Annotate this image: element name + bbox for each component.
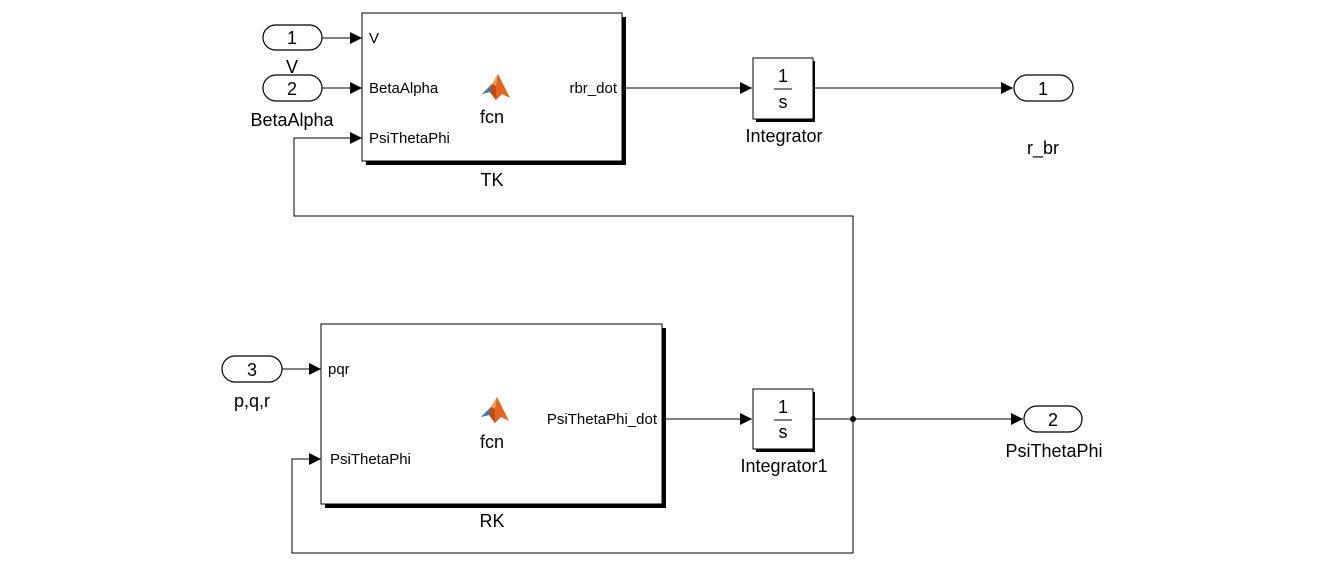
rk-fcn-label: fcn bbox=[480, 432, 504, 452]
integrator1-block[interactable]: 1 s bbox=[752, 388, 815, 452]
tk-fcn-label: fcn bbox=[480, 107, 504, 127]
rk-block[interactable]: pqr PsiThetaPhi PsiThetaPhi_dot fcn bbox=[320, 323, 666, 508]
tk-output-rbr-dot: rbr_dot bbox=[569, 80, 617, 97]
outport-2-name: PsiThetaPhi bbox=[1005, 441, 1102, 461]
branch-point bbox=[850, 416, 856, 422]
inport-2-number: 2 bbox=[287, 79, 297, 99]
inport-1-number: 1 bbox=[287, 28, 297, 48]
outport-2-number: 2 bbox=[1048, 410, 1058, 430]
wire-feedback-to-rk bbox=[291, 419, 854, 554]
integrator-block[interactable]: 1 s bbox=[752, 57, 815, 122]
outport-1-number: 1 bbox=[1038, 79, 1048, 99]
tk-input-betaalpha: BetaAlpha bbox=[369, 80, 439, 97]
inport-2[interactable]: 2 bbox=[262, 74, 323, 102]
integrator1-name: Integrator1 bbox=[740, 456, 827, 476]
outport-2[interactable]: 2 bbox=[1023, 405, 1083, 433]
rk-input-psithetaphi: PsiThetaPhi bbox=[330, 451, 411, 468]
inport-3[interactable]: 3 bbox=[221, 355, 283, 383]
wire-feedback-to-tk bbox=[293, 132, 854, 419]
rk-block-name: RK bbox=[479, 511, 504, 531]
inport-2-name: BetaAlpha bbox=[250, 110, 334, 130]
signal-lines bbox=[282, 32, 1023, 554]
inport-1-name: V bbox=[286, 57, 298, 77]
inport-1[interactable]: 1 bbox=[262, 24, 323, 51]
inport-3-number: 3 bbox=[247, 360, 257, 380]
integrator-denominator: s bbox=[779, 92, 788, 112]
tk-input-psithetaphi: PsiThetaPhi bbox=[369, 130, 450, 147]
outport-1[interactable]: 1 bbox=[1013, 74, 1074, 102]
rk-output-psithetaphi-dot: PsiThetaPhi_dot bbox=[547, 411, 658, 428]
integrator-name: Integrator bbox=[745, 126, 822, 146]
tk-block-name: TK bbox=[480, 170, 503, 190]
tk-block[interactable]: V BetaAlpha PsiThetaPhi rbr_dot fcn bbox=[361, 12, 626, 165]
inport-3-name: p,q,r bbox=[234, 391, 270, 411]
integrator1-numerator: 1 bbox=[778, 397, 788, 417]
tk-input-v: V bbox=[369, 30, 379, 47]
integrator1-denominator: s bbox=[779, 422, 788, 442]
integrator-numerator: 1 bbox=[778, 66, 788, 86]
outport-1-name: r_br bbox=[1027, 138, 1059, 159]
rk-input-pqr: pqr bbox=[328, 361, 350, 378]
